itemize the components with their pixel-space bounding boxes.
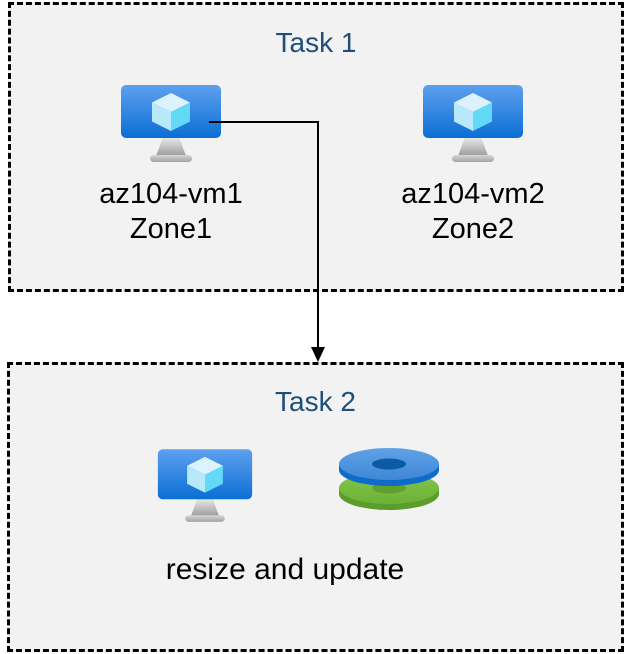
task2-box: Task 2 [7,362,624,652]
task1-title: Task 1 [275,27,357,58]
disks-icon [339,448,439,510]
vm1-zone: Zone1 [129,213,213,245]
vm2-zone: Zone2 [431,213,515,245]
task2-title: Task 2 [275,386,356,417]
vm2-name: az104-vm2 [401,178,545,210]
vm1-name: az104-vm1 [99,178,243,210]
vm1-group: az104-vm1 Zone1 [71,85,271,247]
virtual-machine-icon [423,85,523,162]
virtual-machine-icon [121,85,221,162]
task1-box: Task 1 [8,2,624,292]
vm2-group: az104-vm2 Zone2 [373,85,573,247]
task2-caption: resize and update [165,553,405,586]
virtual-machine-icon [157,449,253,522]
